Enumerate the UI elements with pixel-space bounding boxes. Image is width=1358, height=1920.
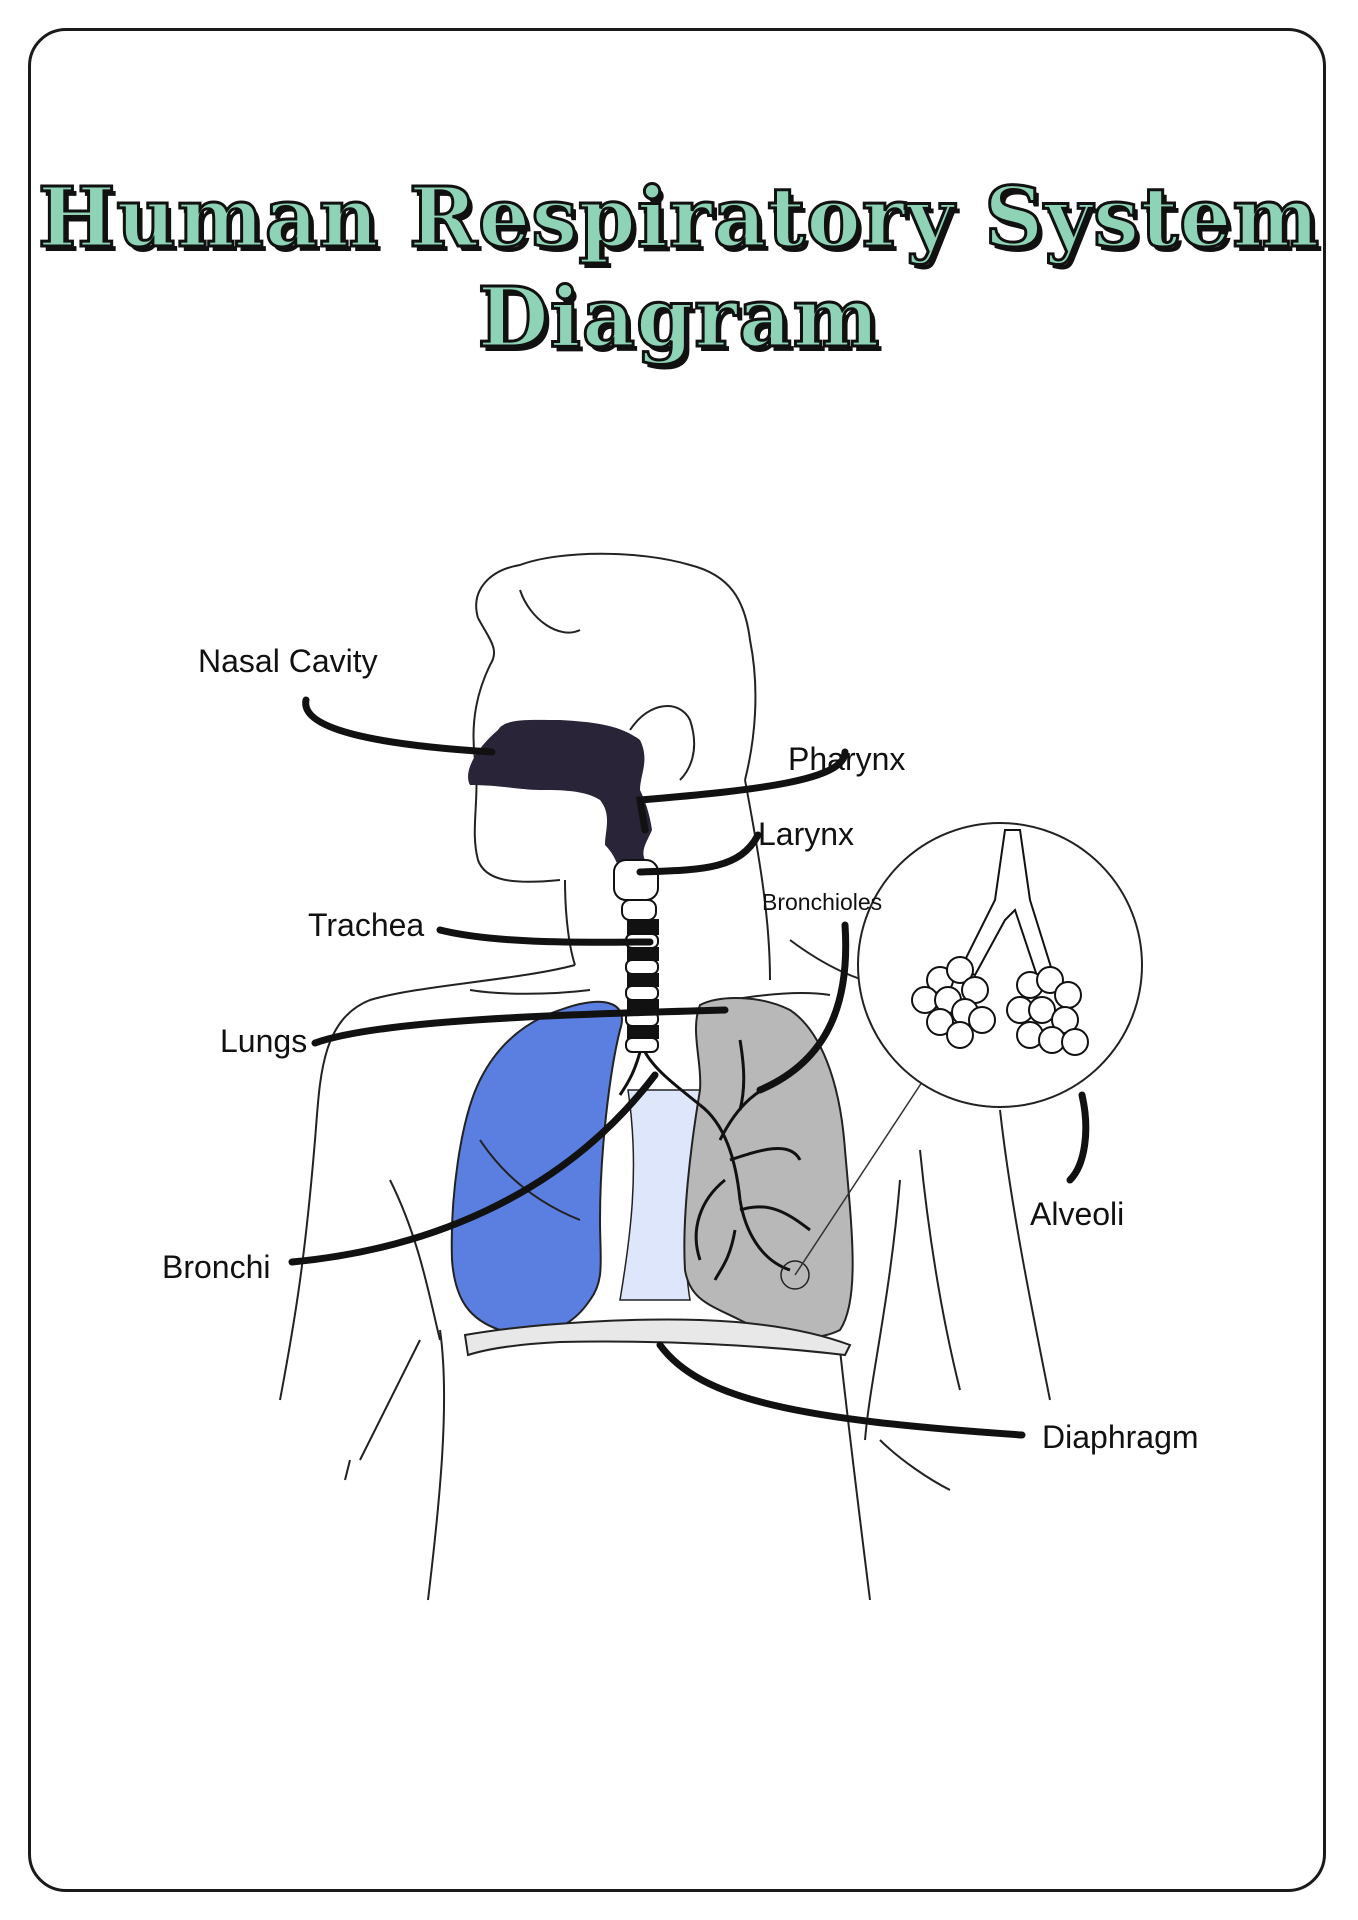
alveoli-inset bbox=[857, 822, 1143, 1108]
nasal-cavity-shape bbox=[468, 719, 652, 900]
label-pharynx: Pharynx bbox=[788, 741, 905, 777]
body-outline bbox=[279, 552, 1051, 1601]
right-lung-shape bbox=[683, 997, 854, 1339]
label-nasal-cavity: Nasal Cavity bbox=[198, 643, 378, 679]
diaphragm-shape bbox=[463, 1318, 852, 1357]
bronchi-branches bbox=[618, 1039, 811, 1281]
label-trachea: Trachea bbox=[308, 907, 424, 943]
label-bronchi: Bronchi bbox=[162, 1249, 271, 1285]
label-larynx: Larynx bbox=[758, 816, 854, 852]
diagram-title-line1: Human Respiratory System bbox=[36, 169, 1321, 268]
leader-lines bbox=[288, 696, 1090, 1439]
page-frame bbox=[28, 28, 1326, 1892]
label-diaphragm: Diaphragm bbox=[1042, 1419, 1199, 1455]
diagram-title-line2: Diagram bbox=[476, 269, 881, 368]
label-bronchioles: Bronchioles bbox=[762, 889, 882, 915]
label-lungs: Lungs bbox=[220, 1023, 307, 1059]
label-alveoli: Alveoli bbox=[1030, 1196, 1124, 1232]
left-lung-shape bbox=[450, 1000, 623, 1335]
